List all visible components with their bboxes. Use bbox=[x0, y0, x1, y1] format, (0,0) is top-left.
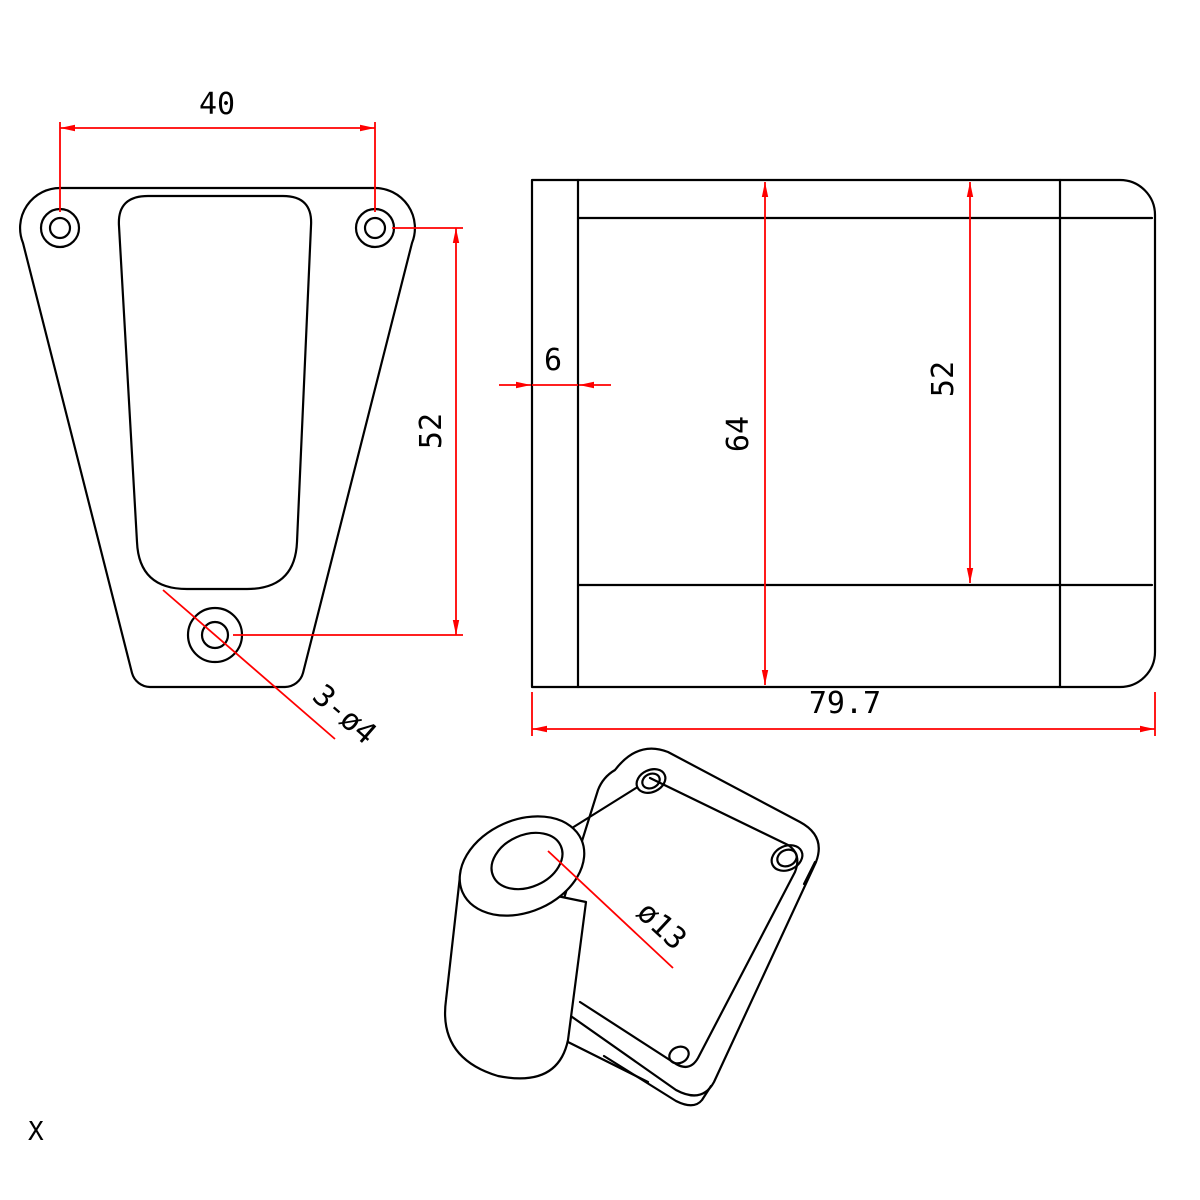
front-view bbox=[18, 186, 417, 689]
hole-callout-label: 3-ø4 bbox=[305, 678, 382, 752]
dimension-flange-thickness: 6 bbox=[499, 343, 611, 389]
iso-boss-body bbox=[444, 874, 588, 1080]
iso-hole-top-ear-inner bbox=[641, 772, 661, 790]
iso-plate-thickness-edge bbox=[802, 860, 817, 886]
side-outline bbox=[530, 178, 1157, 689]
iso-hole-right-ear-inner bbox=[776, 848, 798, 868]
iso-bore-hole bbox=[490, 831, 564, 891]
mounting-hole-top-left-inner bbox=[48, 216, 72, 240]
iso-hole-bottom-ear bbox=[668, 1045, 690, 1065]
isometric-view bbox=[444, 747, 820, 1107]
mounting-hole-top-right-inner bbox=[363, 216, 387, 240]
mounting-hole-top-right-outer bbox=[354, 207, 396, 249]
leader-line bbox=[162, 589, 336, 740]
leader-line bbox=[547, 850, 674, 969]
dimension-body-height: 52 bbox=[926, 182, 974, 583]
mounting-hole-bottom-inner bbox=[200, 620, 230, 650]
iso-boss-connector-line bbox=[566, 1040, 650, 1084]
dimension-front-hole-vertical: 52 bbox=[233, 227, 463, 636]
iso-hole-right-ear-outer bbox=[770, 844, 804, 872]
dimension-overall-height: 64 bbox=[721, 182, 769, 685]
callout-front-holes: 3-ø4 bbox=[162, 589, 383, 752]
dimension-value: 79.7 bbox=[809, 686, 881, 721]
dimension-value: 52 bbox=[926, 361, 961, 397]
iso-boss-connector-line bbox=[570, 786, 638, 830]
iso-plate-outline bbox=[537, 747, 820, 1097]
front-recess-outline bbox=[117, 194, 313, 591]
side-view bbox=[530, 178, 1157, 689]
dimension-value: 40 bbox=[199, 87, 235, 122]
front-plate-outline bbox=[18, 186, 417, 689]
dimension-value: 6 bbox=[544, 343, 562, 378]
mounting-hole-top-left-outer bbox=[39, 207, 81, 249]
dimension-overall-length: 79.7 bbox=[531, 686, 1156, 736]
iso-plate-thickness-edge bbox=[602, 1054, 713, 1107]
dimension-value: 64 bbox=[721, 416, 756, 452]
dimension-value: 52 bbox=[414, 413, 449, 449]
corner-mark: X bbox=[28, 1117, 44, 1147]
dimension-front-hole-spacing: 40 bbox=[59, 87, 376, 212]
iso-hole-top-ear-outer bbox=[635, 768, 667, 794]
